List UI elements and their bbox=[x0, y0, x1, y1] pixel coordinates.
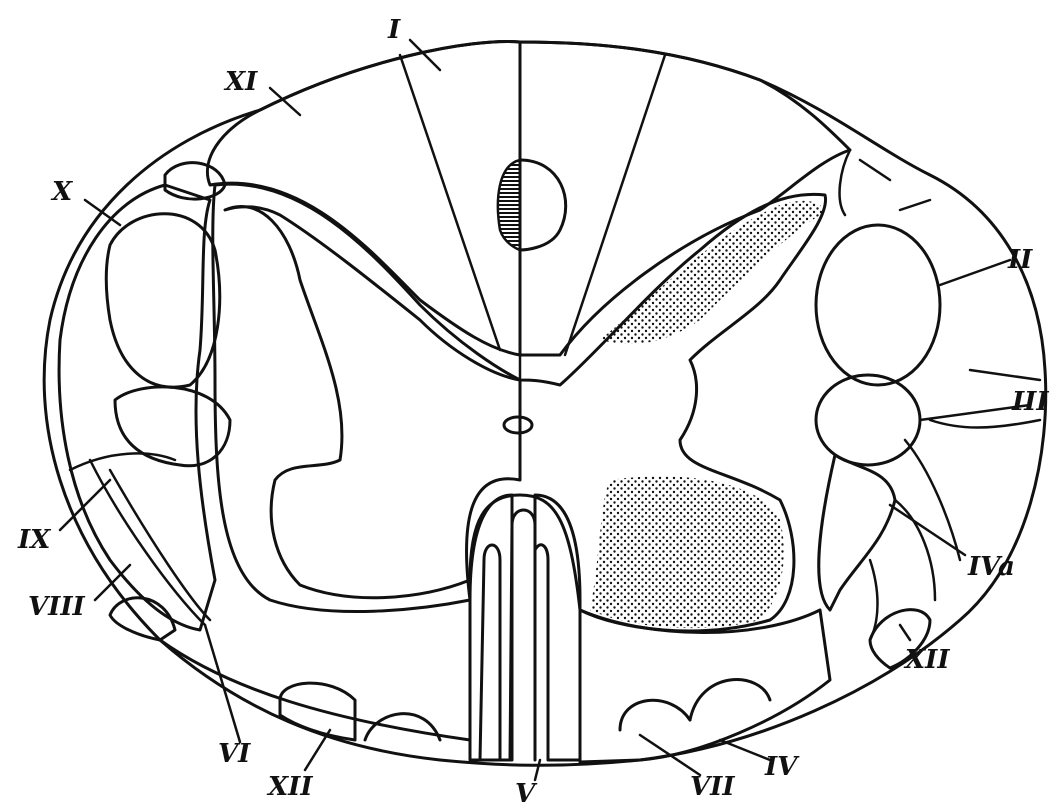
label-IX: IX bbox=[17, 525, 52, 555]
region-III bbox=[816, 375, 920, 465]
label-VII: VII bbox=[690, 772, 735, 802]
label-IV: IV bbox=[764, 752, 800, 782]
label-V: V bbox=[515, 779, 538, 809]
left-ventral-oval bbox=[365, 714, 440, 740]
right-ventral-horn-stipple bbox=[590, 476, 784, 628]
region-V-right bbox=[535, 495, 580, 760]
label-X: X bbox=[50, 177, 74, 207]
hatched-nucleus bbox=[498, 160, 520, 250]
right-dorsal-horn-stipple bbox=[600, 201, 823, 344]
left-lateral-tract bbox=[59, 185, 215, 630]
label-XII-left: XII bbox=[266, 772, 313, 802]
region-IV-band bbox=[580, 610, 830, 762]
cord-outline bbox=[44, 42, 1046, 766]
region-IVa bbox=[819, 455, 895, 610]
label-III: III bbox=[1011, 387, 1049, 417]
label-II: II bbox=[1007, 245, 1033, 275]
region-V-left bbox=[470, 495, 512, 760]
label-XII-right: XII bbox=[903, 645, 950, 675]
region-VII-left-oval bbox=[620, 700, 690, 730]
label-VI: VI bbox=[218, 739, 251, 769]
ventral-median-fissure bbox=[510, 510, 535, 760]
left-ventral-band bbox=[160, 640, 470, 740]
label-IVa: IVa bbox=[967, 552, 1015, 582]
region-II bbox=[816, 225, 940, 385]
central-canal bbox=[504, 417, 532, 433]
left-lower-small-oval bbox=[110, 598, 175, 640]
label-I: I bbox=[387, 15, 401, 45]
region-VII-right-oval bbox=[690, 680, 770, 720]
label-VIII: VIII bbox=[28, 592, 85, 622]
region-XII-left bbox=[280, 683, 355, 740]
label-XI: XI bbox=[223, 67, 258, 97]
